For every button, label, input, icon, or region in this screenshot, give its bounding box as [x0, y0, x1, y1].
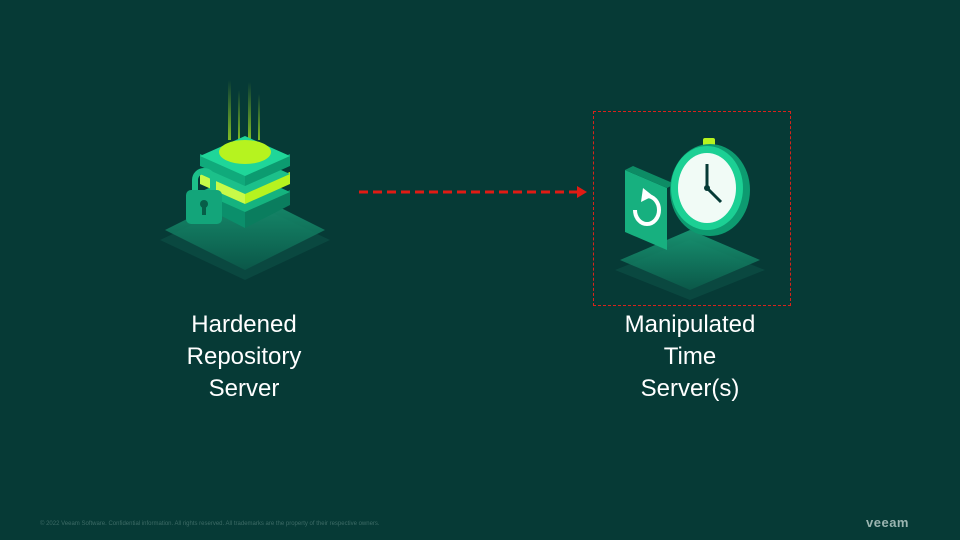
veeam-logo: veeam [866, 515, 909, 530]
stopwatch-time-server-icon [605, 130, 775, 300]
label-line: Hardened [191, 311, 297, 338]
label-line: Time [663, 343, 717, 370]
dashed-arrow-connector [355, 182, 590, 202]
label-line: Manipulated [624, 311, 756, 338]
highlight-box [593, 111, 791, 306]
hardened-repository-server-label: Hardened Repository Server [144, 309, 344, 405]
label-line: Server(s) [640, 375, 740, 402]
label-line: Repository [186, 343, 302, 370]
label-line: Server [208, 375, 280, 402]
hardened-repository-server-icon [150, 80, 340, 280]
manipulated-time-server-label: Manipulated Time Server(s) [590, 309, 790, 405]
footer-copyright: © 2022 Veeam Software. Confidential info… [40, 521, 380, 527]
